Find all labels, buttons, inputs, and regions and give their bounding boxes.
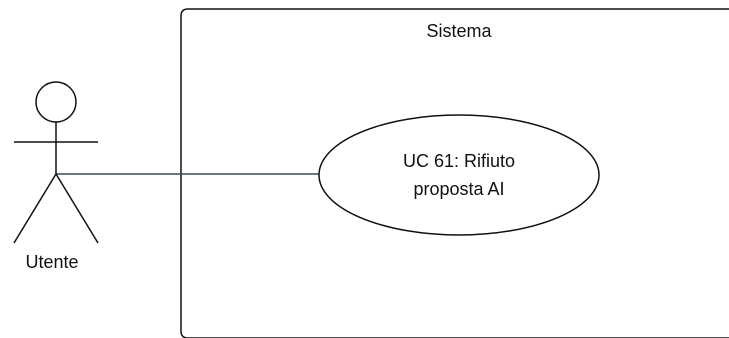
use-case-label-line1: UC 61: Rifiuto [403,151,515,171]
use-case-uc61: UC 61: Rifiuto proposta AI [318,114,600,236]
actor-utente: Utente [13,81,99,272]
actor-name: Utente [25,252,78,272]
use-case-label-line2: proposta AI [413,179,504,199]
actor-head [35,81,77,123]
actor-right-leg [55,173,99,244]
use-case-ellipse [318,114,600,236]
system-title: Sistema [426,21,492,41]
actor-left-leg [13,173,57,244]
